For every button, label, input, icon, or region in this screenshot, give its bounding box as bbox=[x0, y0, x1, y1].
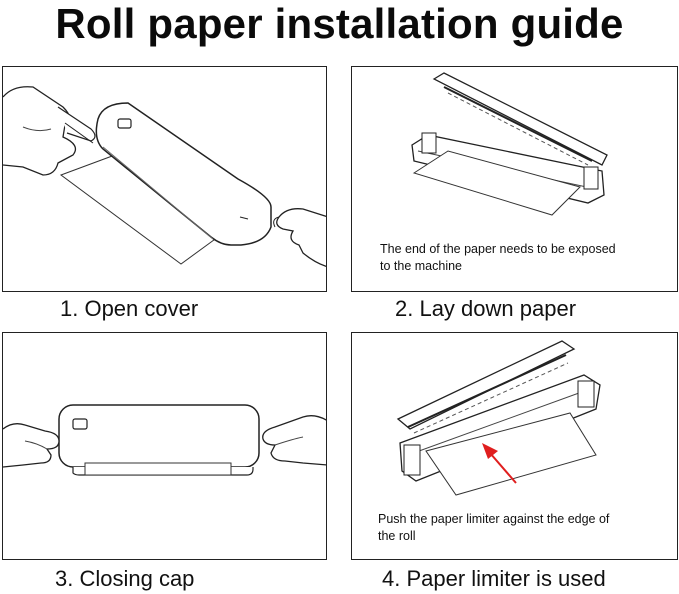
step-1-illustration bbox=[2, 66, 327, 292]
step-2-caption: 2. Lay down paper bbox=[395, 296, 577, 321]
step-2-note-line-2: to the machine bbox=[380, 259, 462, 273]
step-4-caption: 4. Paper limiter is used bbox=[382, 566, 606, 591]
step-3-caption: 3. Closing cap bbox=[55, 566, 195, 591]
guide-title: Roll paper installation guide bbox=[55, 0, 624, 47]
printer-closing-cap-drawing bbox=[3, 404, 326, 476]
printer-paper-limiter-drawing bbox=[396, 340, 601, 496]
step-3-illustration bbox=[2, 332, 327, 560]
printer-lay-paper-drawing bbox=[411, 72, 608, 216]
step-2-note-line-1: The end of the paper needs to be exposed bbox=[380, 242, 616, 256]
step-4-note-line-1: Push the paper limiter against the edge … bbox=[378, 512, 610, 526]
step-4-note-line-2: the roll bbox=[378, 529, 416, 543]
step-4-note: Push the paper limiter against the edge … bbox=[378, 511, 609, 545]
step-1-caption: 1. Open cover bbox=[60, 296, 199, 321]
step-2-note: The end of the paper needs to be exposed… bbox=[380, 241, 616, 275]
printer-open-cover-drawing bbox=[3, 86, 326, 268]
step-2-illustration: The end of the paper needs to be exposed… bbox=[351, 66, 678, 292]
step-4-illustration: Push the paper limiter against the edge … bbox=[351, 332, 678, 560]
